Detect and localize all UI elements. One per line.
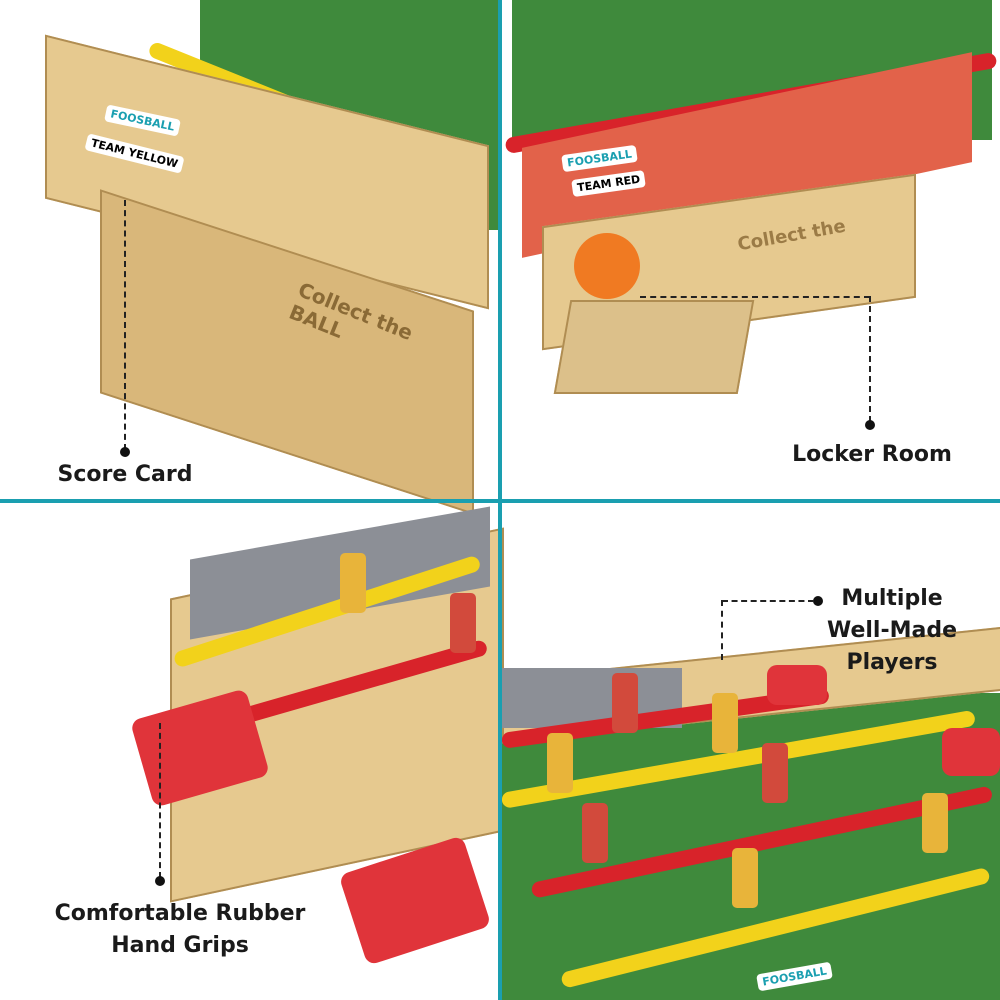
callout-dot (813, 596, 823, 606)
rubber-grip (942, 728, 1000, 776)
label-players: Multiple Well-Made Players (802, 583, 982, 679)
panel-locker-room: FOOSBALL TEAM RED Collect the Locker Roo… (502, 0, 1000, 499)
label-line: Multiple (841, 586, 943, 611)
horizontal-divider (0, 499, 1000, 503)
panel-score-card: FOOSBALL TEAM YELLOW Collect the BALL Sc… (0, 0, 498, 515)
player-figure (762, 743, 788, 803)
callout-dot (155, 876, 165, 886)
label-line: Hand Grips (111, 933, 249, 958)
player-figure (732, 848, 758, 908)
player-figure (340, 553, 366, 613)
callout-line (640, 296, 870, 298)
player-figure (612, 673, 638, 733)
locker-door (553, 300, 755, 394)
callout-line (159, 723, 161, 878)
panel-players: FOOSBALL Multiple Well-Made Players (500, 503, 1000, 1000)
callout-dot (120, 447, 130, 457)
label-line: Comfortable Rubber (54, 901, 306, 926)
rubber-grip (767, 665, 827, 705)
player-figure (922, 793, 948, 853)
callout-line (722, 600, 814, 602)
callout-line (124, 200, 126, 450)
orange-ball (574, 233, 640, 299)
label-line: Players (846, 650, 938, 675)
callout-dot (865, 420, 875, 430)
callout-line (869, 296, 871, 422)
callout-line (721, 600, 723, 660)
player-figure (450, 593, 476, 653)
player-figure (547, 733, 573, 793)
label-hand-grips: Comfortable Rubber Hand Grips (30, 898, 330, 962)
player-figure (582, 803, 608, 863)
label-score-card: Score Card (57, 462, 193, 487)
label-locker-room: Locker Room (792, 442, 952, 467)
player-figure (712, 693, 738, 753)
panel-hand-grips: Comfortable Rubber Hand Grips (0, 503, 504, 1000)
label-line: Well-Made (826, 618, 958, 643)
